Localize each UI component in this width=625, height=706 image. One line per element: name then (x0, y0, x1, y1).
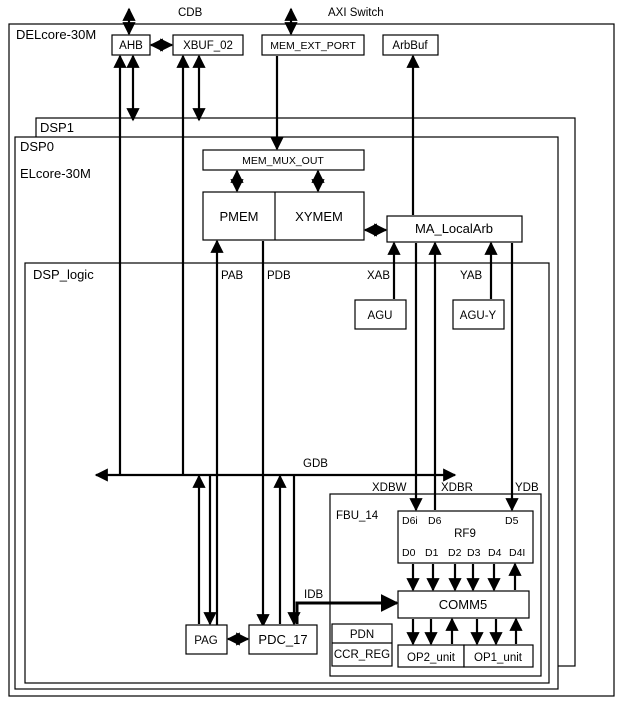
agu-y-label: AGU-Y (460, 310, 497, 322)
pag-box (185, 624, 228, 655)
dsp0-label: DSP0 (20, 139, 54, 154)
mem-mux-out-label: MEM_MUX_OUT (242, 155, 324, 167)
agu-box (354, 299, 407, 330)
elcore-label: ELcore-30M (20, 166, 91, 181)
ahb-label: AHB (119, 40, 143, 52)
ma-localarb-label: MA_LocalArb (415, 221, 493, 236)
xbuf-label: XBUF_02 (183, 40, 233, 52)
rf-port-d3: D3 (467, 547, 481, 559)
rf-port-d0: D0 (402, 547, 416, 559)
pmem-label: PMEM (220, 209, 259, 224)
rf-port-d5: D5 (505, 515, 519, 527)
ccr-reg-label: CCR_REG (334, 649, 390, 661)
mem-ext-port-label: MEM_EXT_PORT (270, 40, 356, 52)
comm5-label: COMM5 (439, 597, 487, 612)
xdbr-label: XDBR (441, 482, 473, 494)
rf-port-d1: D1 (425, 547, 439, 559)
comm5-box (397, 590, 530, 619)
xdbw-label: XDBW (372, 482, 407, 494)
outer-label: DELcore-30M (16, 27, 96, 42)
agu-label: AGU (368, 310, 393, 322)
pdn-box (331, 623, 393, 667)
rf-port-d6i: D6i (402, 515, 418, 527)
pdb-label: PDB (267, 270, 291, 282)
ydb-label: YDB (515, 482, 539, 494)
xab-label: XAB (367, 270, 390, 282)
rf9-box (397, 510, 534, 564)
dsp-logic-label: DSP_logic (33, 267, 94, 282)
fbu-label: FBU_14 (336, 510, 379, 522)
pdc-box (248, 624, 318, 655)
rf-port-d4: D4 (488, 547, 502, 559)
ma-localarb-box (386, 215, 523, 243)
agu-y-box (452, 299, 505, 330)
arbbuf-label: ArbBuf (392, 40, 428, 52)
mem-ext-port-box (261, 34, 365, 56)
xymem-label: XYMEM (295, 209, 343, 224)
gdb-label: GDB (303, 458, 328, 470)
pag-label: PAG (194, 635, 217, 647)
rf-port-d6: D6 (428, 515, 442, 527)
idb-label: IDB (304, 589, 324, 601)
rf-port-d2: D2 (448, 547, 462, 559)
yab-label: YAB (460, 270, 482, 282)
memory-box (202, 191, 365, 241)
rf9-label: RF9 (454, 528, 476, 540)
op2-label: OP2_unit (407, 652, 456, 664)
pdn-label: PDN (350, 629, 374, 641)
rf-port-d4i: D4I (509, 547, 525, 559)
idb-path (295, 594, 399, 624)
pdc-label: PDC_17 (258, 632, 307, 647)
dsp1-label: DSP1 (40, 120, 74, 135)
cdb-label: CDB (178, 7, 203, 19)
axi-switch-label: AXI Switch (328, 7, 384, 19)
pab-label: PAB (221, 270, 243, 282)
op1-label: OP1_unit (474, 652, 523, 664)
